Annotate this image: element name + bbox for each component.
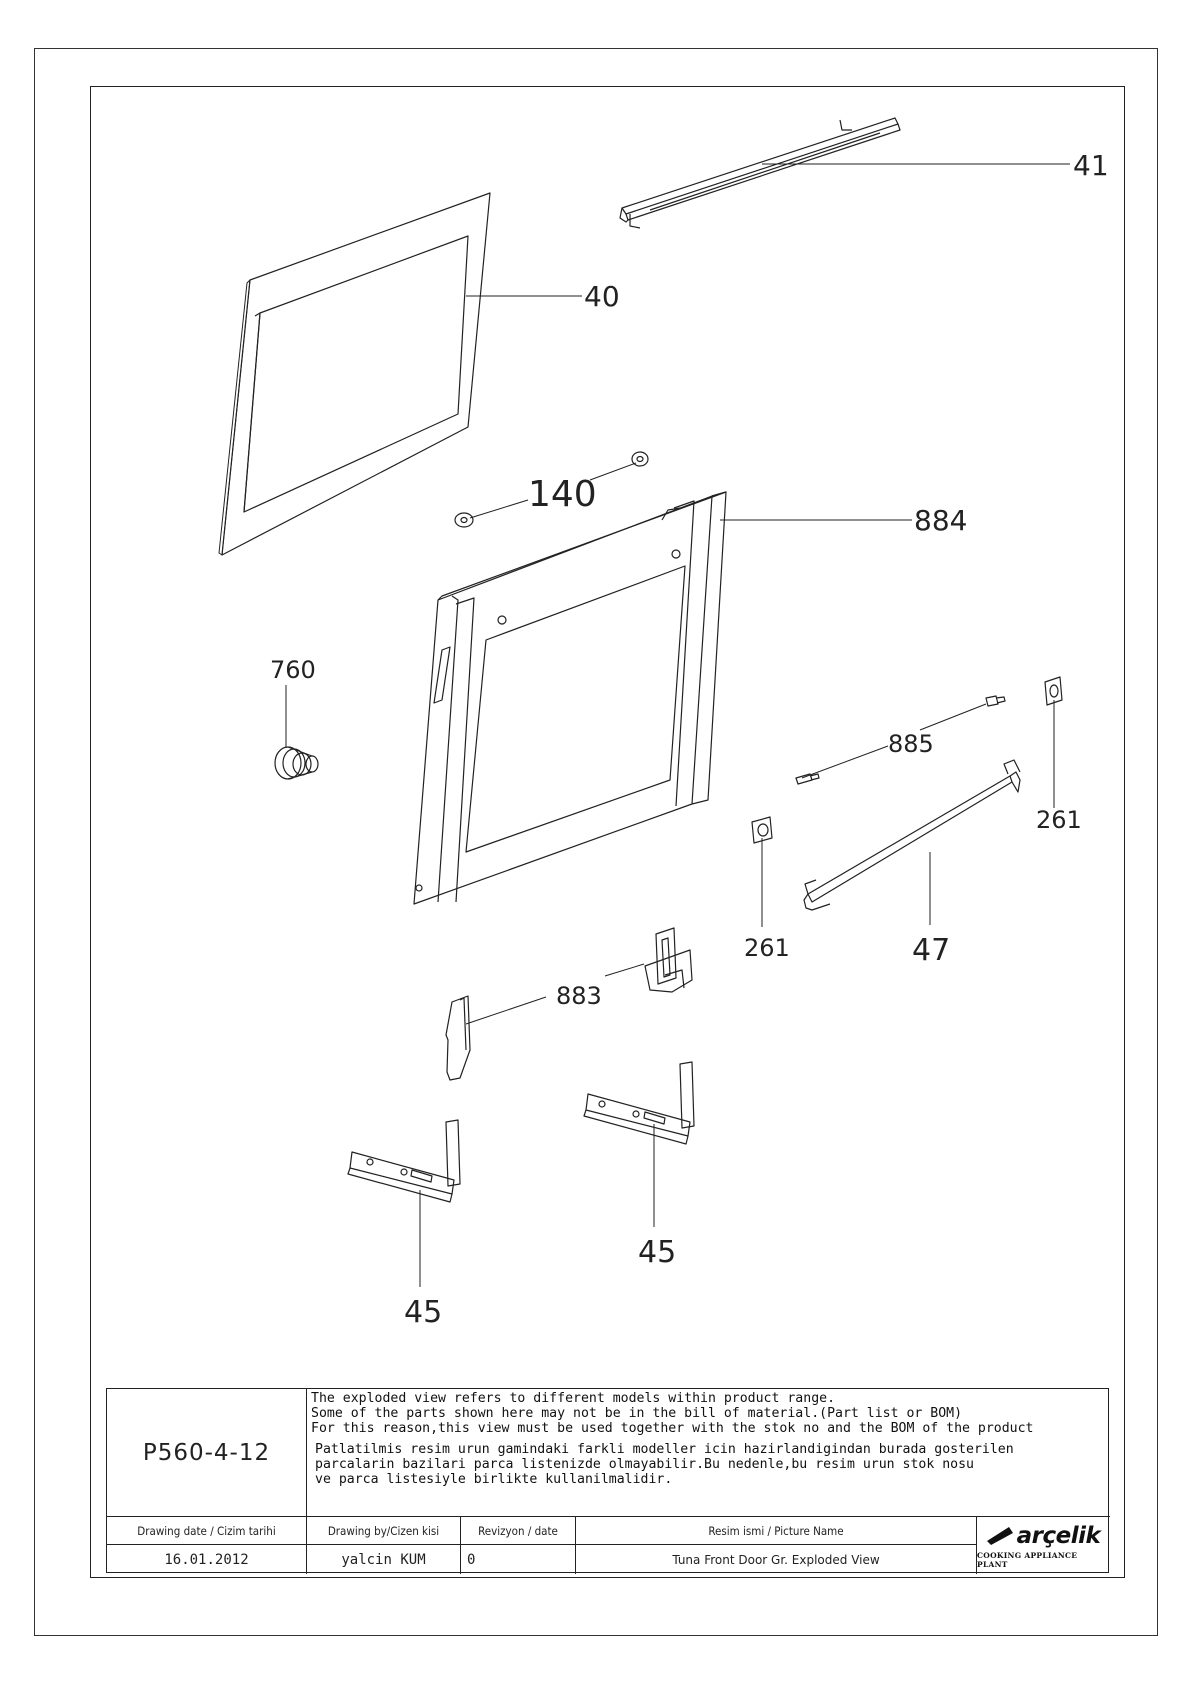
header-picture-name: Resim ismi / Picture Name: [576, 1517, 977, 1545]
inner-border: [90, 86, 1125, 1578]
part-261-end-caps: [751, 676, 1063, 844]
drawing-notes: The exploded view refers to different mo…: [307, 1389, 1110, 1517]
logo-wordmark: arçelik: [986, 1522, 1101, 1549]
note-en-line-2: Some of the parts shown here may not be …: [311, 1406, 963, 1421]
part-45-hinge-left: [347, 1119, 461, 1203]
callout-41: 41: [1073, 149, 1109, 182]
callout-760: 760: [270, 656, 316, 684]
callout-45-right: 45: [638, 1235, 676, 1270]
note-en-line-1: The exploded view refers to different mo…: [311, 1391, 836, 1406]
note-en-line-3: For this reason,this view must be used t…: [311, 1421, 1034, 1436]
logo-subtext: COOKING APPLIANCE PLANT: [977, 1550, 1078, 1569]
header-drawing-by: Drawing by/Cizen kisi: [307, 1517, 461, 1545]
outer-border: [34, 48, 1158, 1636]
part-760-bumper: [274, 746, 319, 780]
callout-883: 883: [556, 982, 602, 1010]
callout-45-left: 45: [404, 1295, 442, 1330]
callout-47: 47: [912, 933, 950, 968]
note-tr-line-2: parcalarin bazilari parca listenizde olm…: [315, 1457, 974, 1472]
callout-261-left: 261: [744, 934, 790, 962]
title-block: P560-4-12 The exploded view refers to di…: [106, 1388, 1110, 1574]
part-140-washers: [454, 451, 649, 528]
value-picture-name: Tuna Front Door Gr. Exploded View: [576, 1545, 977, 1574]
callout-140: 140: [528, 474, 597, 515]
drawing-code: P560-4-12: [107, 1389, 307, 1517]
header-revision: Revizyon / date: [461, 1517, 576, 1545]
arcelik-logo: arçelik COOKING APPLIANCE PLANT: [977, 1517, 1110, 1574]
note-tr-line-1: Patlatilmis resim urun gamindaki farkli …: [315, 1442, 1014, 1457]
callout-labels: 41 40 140 884 760 885 261 261 47 883 45 …: [270, 149, 1109, 1330]
value-drawing-date: 16.01.2012: [107, 1545, 307, 1574]
logo-text: arçelik: [1016, 1522, 1101, 1549]
callout-884: 884: [914, 504, 967, 537]
value-revision: 0: [461, 1545, 576, 1574]
part-45-hinge-right: [583, 1061, 695, 1145]
note-tr-line-3: ve parca listesiyle birlikte kullanilmal…: [315, 1472, 673, 1487]
part-47-handle: [803, 759, 1021, 911]
part-885-screws: [795, 695, 1006, 785]
part-884-door-frame: [413, 491, 727, 905]
leader-lines: [285, 163, 1070, 1287]
logo-mark-icon: [986, 1526, 1013, 1545]
part-40-glass-panel: [218, 192, 491, 556]
callout-40: 40: [584, 280, 620, 313]
part-883-hinge-bracket: [445, 927, 693, 1081]
callout-261-right: 261: [1036, 806, 1082, 834]
callout-885: 885: [888, 730, 934, 758]
part-41-trim-bar: [619, 117, 901, 229]
value-drawing-by: yalcin KUM: [307, 1545, 461, 1574]
header-drawing-date: Drawing date / Cizim tarihi: [107, 1517, 307, 1545]
